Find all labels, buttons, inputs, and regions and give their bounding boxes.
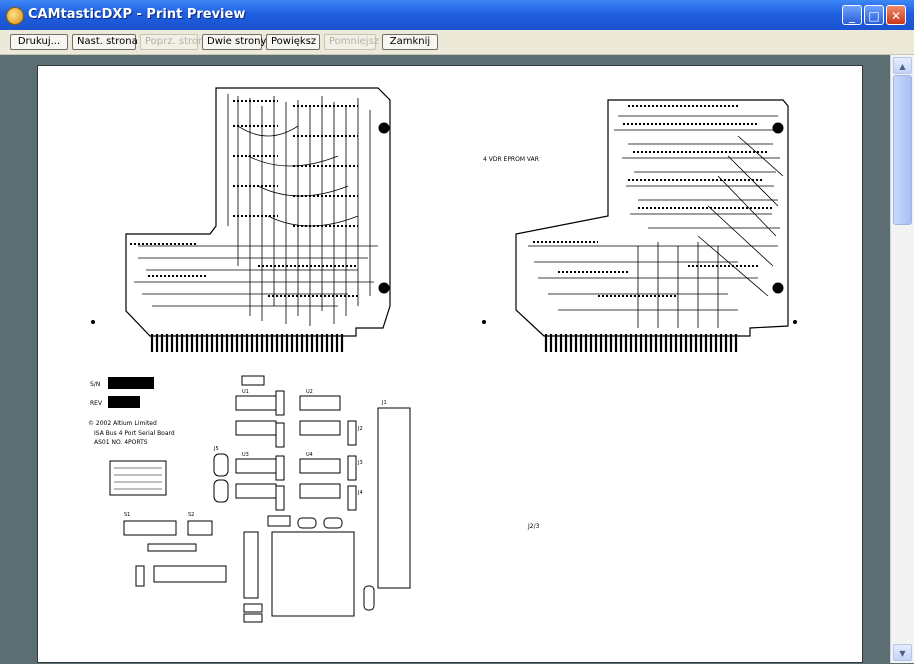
maximize-button[interactable]: □ <box>864 5 884 25</box>
label-j4: J4 <box>357 490 363 496</box>
label-u2: U2 <box>306 389 313 395</box>
label-j2: J2 <box>357 426 363 432</box>
previous-page-button[interactable]: Poprz. strona <box>140 34 210 50</box>
vertical-scrollbar[interactable]: ▲ ▼ <box>890 55 914 663</box>
copyright-text: © 2002 Altium Limited <box>88 420 157 427</box>
pcb-print-artwork: S/N REV © 2002 Altium Limited ISA Bus 4 … <box>88 87 797 623</box>
label-j3: J3 <box>357 460 363 466</box>
next-page-button[interactable]: Nast. strona <box>72 34 138 50</box>
label-u4: U4 <box>306 452 313 458</box>
rev-label: REV <box>90 400 103 407</box>
preview-workspace[interactable]: S/N REV © 2002 Altium Limited ISA Bus 4 … <box>0 55 890 663</box>
right-edge-connector <box>544 334 738 352</box>
scroll-down-arrow-icon[interactable]: ▼ <box>893 644 912 661</box>
right-board-label: 4 VDR EPROM VAR <box>483 156 539 163</box>
window-title: CAMtasticDXP - Print Preview <box>28 7 246 22</box>
close-preview-button[interactable]: Zamknij <box>382 34 438 50</box>
right-board <box>515 99 789 352</box>
left-board-pads <box>130 100 358 297</box>
sn-label: S/N <box>90 381 100 388</box>
zoom-in-button[interactable]: Powiększ <box>266 34 320 50</box>
label-j5: J5 <box>213 446 219 452</box>
left-board <box>125 87 391 352</box>
part-number-text: AS01 NO. 4PORTS <box>94 439 148 446</box>
left-edge-connector <box>150 334 344 352</box>
product-text: ISA Bus 4 Port Serial Board <box>94 430 175 437</box>
app-icon <box>6 7 24 25</box>
label-s2: S2 <box>188 512 194 518</box>
zoom-out-button[interactable]: Pomniejsz <box>324 34 379 50</box>
print-page: S/N REV © 2002 Altium Limited ISA Bus 4 … <box>37 65 863 663</box>
label-s1: S1 <box>124 512 130 518</box>
label-u1: U1 <box>242 389 249 395</box>
print-preview-toolbar: Drukuj... Nast. strona Poprz. strona Dwi… <box>0 30 914 55</box>
left-silkscreen <box>108 375 411 623</box>
minimize-button[interactable]: _ <box>842 5 862 25</box>
left-board-traces <box>134 94 378 326</box>
title-bar[interactable]: CAMtasticDXP - Print Preview _ □ ✕ <box>0 0 914 30</box>
print-button[interactable]: Drukuj... <box>10 34 68 50</box>
scrollbar-thumb[interactable] <box>893 75 912 225</box>
scroll-up-arrow-icon[interactable]: ▲ <box>893 57 912 74</box>
two-pages-button[interactable]: Dwie strony <box>202 34 266 50</box>
close-button[interactable]: ✕ <box>886 5 906 25</box>
label-j1: J1 <box>381 400 387 406</box>
right-board-pads <box>533 105 773 297</box>
right-board-bottom-label: J2/3 <box>527 523 540 530</box>
label-u3: U3 <box>242 452 249 458</box>
